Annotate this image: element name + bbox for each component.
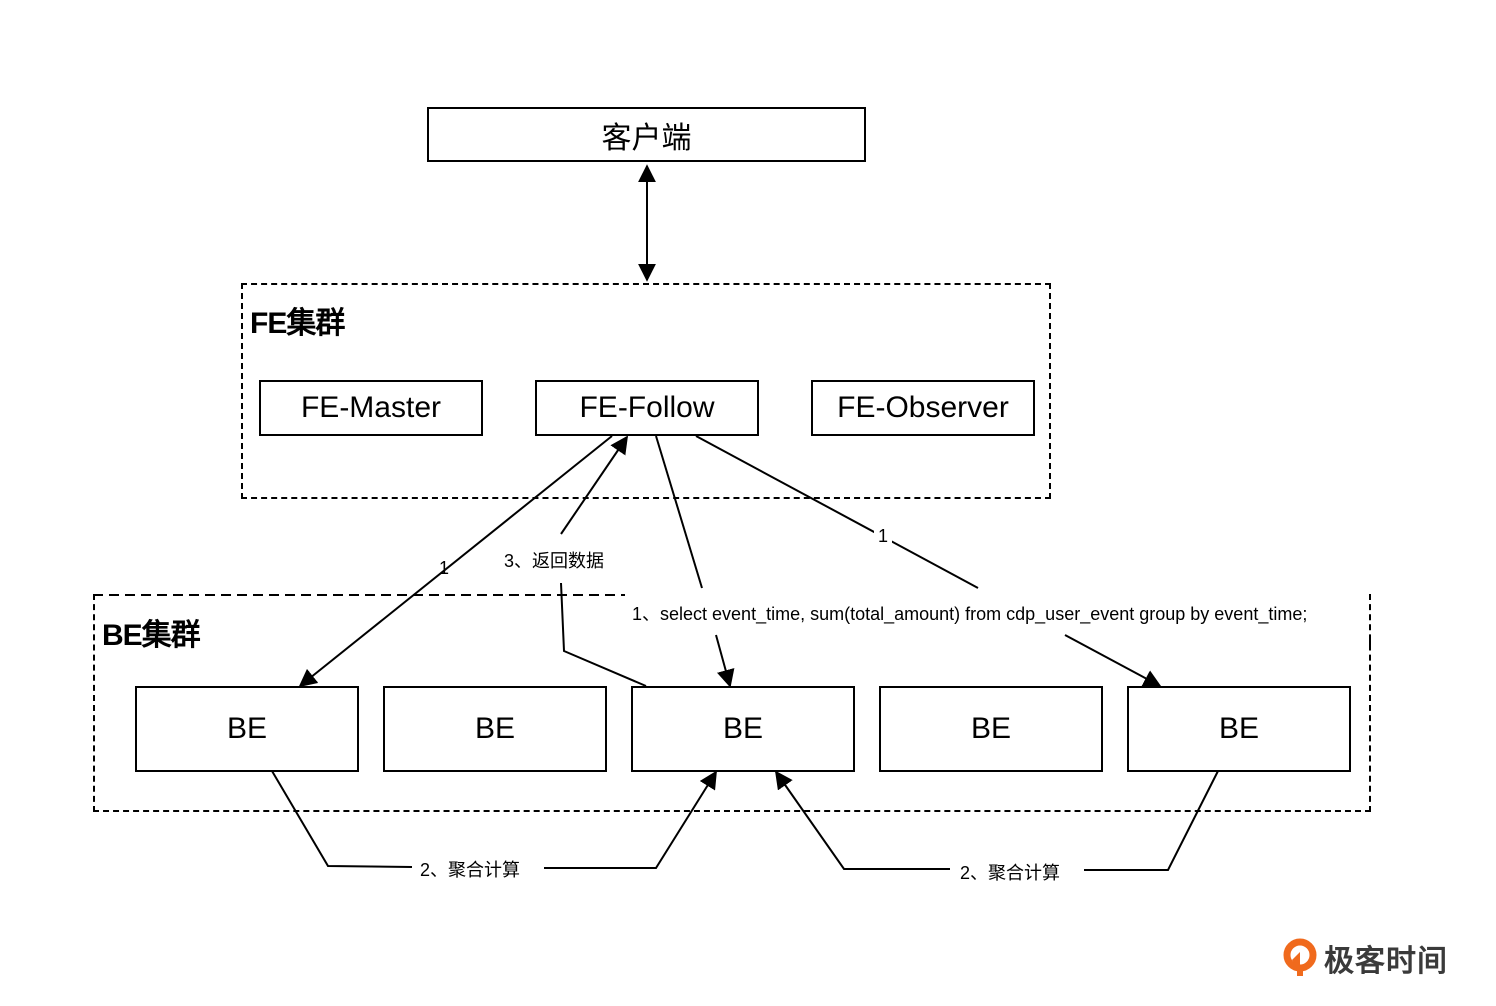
be-node: BE — [879, 686, 1103, 772]
be-node: BE — [1127, 686, 1351, 772]
be-node: BE — [135, 686, 359, 772]
fe-follow-label: FE-Follow — [579, 391, 715, 424]
be5-to-be3-agg-right — [1084, 770, 1219, 871]
fe-master-node: FE-Master — [259, 380, 483, 436]
return-arrow-head — [560, 435, 629, 535]
fe-follow-node: FE-Follow — [535, 380, 759, 436]
be-label: BE — [474, 712, 516, 745]
step3-return-label: 3、返回数据 — [500, 547, 609, 573]
be-label: BE — [970, 712, 1012, 745]
fe-master-label: FE-Master — [300, 391, 441, 424]
step2-agg-left-label: 2、聚合计算 — [416, 856, 525, 882]
fe-cluster-group — [241, 283, 1051, 499]
be-node: BE — [631, 686, 855, 772]
geektime-logo-icon — [1283, 938, 1317, 976]
be-label: BE — [226, 712, 268, 745]
be1-to-be3-agg-right — [544, 770, 717, 869]
be3-to-follow-return-arrow — [560, 582, 647, 687]
client-node: 客户端 — [427, 107, 866, 162]
be1-to-be3-agg-left — [271, 770, 413, 868]
be-label: BE — [1218, 712, 1260, 745]
watermark-logo: 极客时间 — [1282, 936, 1448, 980]
step2-agg-right-label: 2、聚合计算 — [956, 859, 1065, 885]
be-cluster-group — [93, 594, 1371, 812]
fe-observer-node: FE-Observer — [811, 380, 1035, 436]
step1-right-label: 1 — [874, 526, 893, 547]
be-node: BE — [383, 686, 607, 772]
step1-query-label: 1、select event_time, sum(total_amount) f… — [628, 600, 1312, 626]
follow-to-be5-line — [695, 435, 979, 589]
follow-to-be5-arrow — [1064, 634, 1162, 687]
follow-to-be1-arrow — [298, 435, 613, 688]
follow-to-be3-arrow — [715, 634, 735, 688]
client-label: 客户端 — [601, 121, 692, 155]
fe-observer-label: FE-Observer — [837, 391, 1009, 424]
be-label: BE — [722, 712, 764, 745]
be5-to-be3-agg-left — [774, 770, 950, 870]
follow-to-be3-line — [655, 435, 703, 589]
fe-cluster-label: FE集群 — [250, 307, 345, 340]
step1-left-label: 1 — [439, 558, 450, 578]
be-cluster-label: BE集群 — [102, 619, 201, 652]
watermark-text: 极客时间 — [1324, 945, 1448, 978]
